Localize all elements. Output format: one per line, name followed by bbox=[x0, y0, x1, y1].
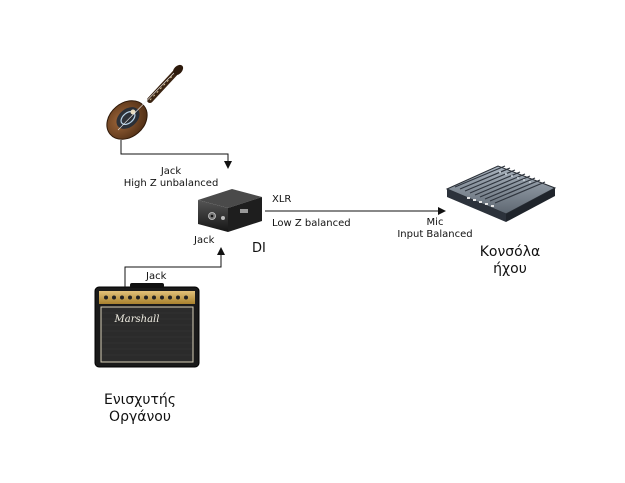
instrument-jack-label: Jack High Z unbalanced bbox=[112, 166, 230, 190]
instrument-jack-line2: High Z unbalanced bbox=[123, 178, 219, 189]
di-label: DI bbox=[252, 241, 266, 256]
instrument-jack-line1: Jack bbox=[160, 166, 182, 177]
di-box-icon bbox=[198, 189, 262, 232]
connection-amp-to-di bbox=[124, 247, 225, 289]
console-input-line2: Input Balanced bbox=[397, 229, 473, 240]
console-input-label: Mic Input Balanced bbox=[390, 217, 480, 241]
amplifier-caption: Ενισχυτής Οργάνου bbox=[85, 392, 195, 426]
guitar-amplifier-icon: Marshall bbox=[94, 283, 200, 368]
mixing-console-icon bbox=[445, 165, 557, 222]
connection-instrument-to-di bbox=[120, 140, 232, 169]
console-caption-line2: ήχου bbox=[493, 261, 527, 277]
low-z-balanced-label: Low Z balanced bbox=[272, 218, 351, 229]
amplifier-caption-line1: Ενισχυτής bbox=[104, 392, 176, 408]
amplifier-brand-logo: Marshall bbox=[114, 314, 160, 325]
console-input-line1: Mic bbox=[426, 217, 444, 228]
console-caption-line1: Κονσόλα bbox=[479, 244, 541, 260]
xlr-label: XLR bbox=[272, 194, 292, 205]
amplifier-caption-line2: Οργάνου bbox=[109, 409, 171, 425]
amp-jack-label: Jack bbox=[146, 271, 167, 282]
bouzouki-icon bbox=[106, 64, 184, 140]
di-input-jack-label: Jack bbox=[194, 235, 215, 246]
console-caption: Κονσόλα ήχου bbox=[460, 244, 560, 278]
